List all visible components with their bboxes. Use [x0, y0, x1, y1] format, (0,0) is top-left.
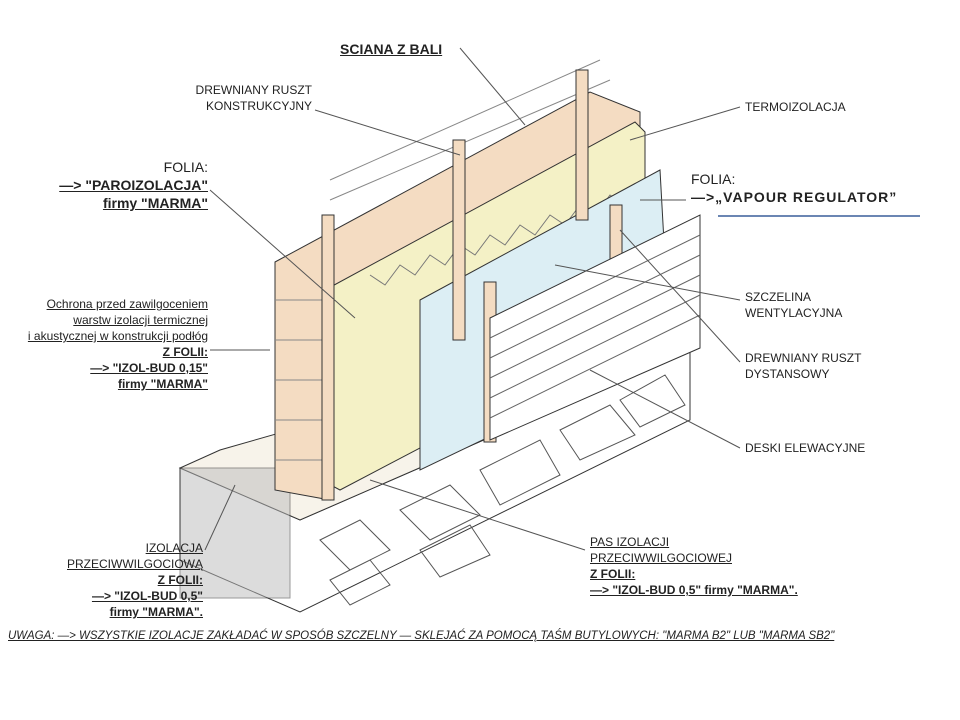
label-line: —> "IZOL-BUD 0,5" [91, 589, 203, 603]
label-line: PRZECIWWILGOCIOWEJ [590, 551, 732, 565]
label-line: DREWNIANY RUSZT [195, 83, 312, 97]
batten [452, 139, 466, 341]
label-line: Z FOLII: [162, 345, 208, 359]
label-line: DREWNIANY RUSZT [745, 351, 862, 365]
label-line: PAS IZOLACJI [590, 535, 670, 549]
label-folia-vapour: FOLIA: —>„VAPOUR REGULATOR” [691, 170, 897, 206]
stone-pattern [319, 374, 686, 606]
label-line: Z FOLII: [157, 573, 203, 587]
label-line: i akustycznej w konstrukcji podłóg [27, 329, 208, 343]
label-line: firmy "MARMA" [117, 377, 208, 391]
label-line: firmy "MARMA" [102, 195, 208, 211]
label-line: FOLIA: [163, 159, 208, 175]
label-line: SZCZELINA [745, 290, 812, 304]
label-line: —>„VAPOUR REGULATOR” [691, 189, 898, 205]
label-line: —> "IZOL-BUD 0,5" firmy "MARMA". [590, 583, 798, 597]
label-line: Ochrona przed zawilgoceniem [46, 297, 208, 311]
label-line: FOLIA: [691, 171, 736, 187]
label-line: —> "PAROIZOLACJA" [59, 177, 208, 193]
label-ochrona: Ochrona przed zawilgoceniem warstw izola… [28, 296, 208, 392]
label-line: IZOLACJA [145, 541, 203, 555]
label-line: DYSTANSOWY [745, 367, 830, 381]
batten [321, 214, 335, 501]
label-line: PRZECIWWILGOCIOWĄ [67, 557, 203, 571]
label-line: firmy "MARMA". [109, 605, 203, 619]
label-line: warstw izolacji termicznej [73, 313, 208, 327]
label-folia-paroizolacja: FOLIA: —> "PAROIZOLACJA" firmy "MARMA" [59, 158, 208, 212]
facade-boards [489, 214, 701, 441]
foundation-block [179, 467, 291, 599]
label-termoizolacja: TERMOIZOLACJA [745, 100, 846, 114]
label-pas-izolacji: PAS IZOLACJI PRZECIWWILGOCIOWEJ Z FOLII:… [590, 534, 798, 598]
label-line: —> "IZOL-BUD 0,15" [90, 361, 208, 375]
label-line: KONSTRUKCYJNY [205, 99, 312, 113]
leader-lines [204, 47, 741, 551]
board-lines [489, 234, 701, 419]
title-sciana-z-bali: SCIANA Z BALI [340, 41, 443, 57]
label-szczelina: SZCZELINA WENTYLACYJNA [745, 289, 842, 321]
footer-note: UWAGA: —> WSZYSTKIE IZOLACJE ZAKŁADAĆ W … [8, 630, 835, 642]
label-deski: DESKI ELEWACYJNE [745, 441, 866, 455]
label-line: WENTYLACYJNA [745, 306, 843, 320]
label-ruszt-konstrukcyjny: DREWNIANY RUSZT KONSTRUKCYJNY [196, 82, 312, 114]
label-ruszt-dystansowy: DREWNIANY RUSZT DYSTANSOWY [745, 350, 861, 382]
label-izolacja: IZOLACJA PRZECIWWILGOCIOWĄ Z FOLII: —> "… [67, 540, 203, 620]
batten [575, 69, 589, 221]
log-lines [275, 59, 611, 461]
label-line: Z FOLII: [590, 567, 636, 581]
